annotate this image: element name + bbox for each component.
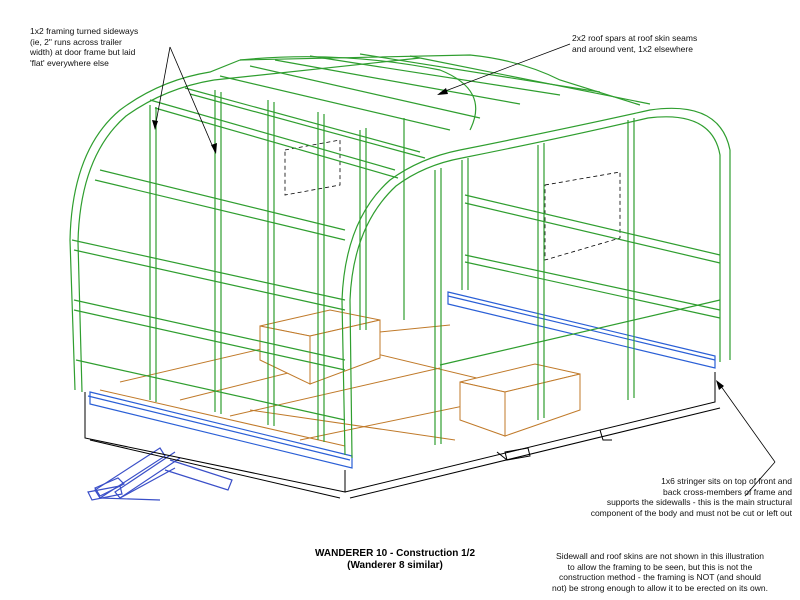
stringer-annotation: 1x6 stringer sits on top of front and ba… bbox=[590, 476, 792, 518]
stringers bbox=[87, 291, 716, 469]
diagram-title-line-1: WANDERER 10 - Construction 1/2 bbox=[314, 548, 476, 559]
framing-annotation: 1x2 framing turned sideways (ie, 2" runs… bbox=[30, 26, 139, 68]
skins-annotation: Sidewall and roof skins are not shown in… bbox=[552, 551, 768, 593]
storage-box-right bbox=[459, 363, 581, 437]
leader-lines bbox=[154, 43, 776, 497]
trailer-tongue bbox=[87, 447, 233, 501]
leader-arrowheads bbox=[152, 88, 724, 390]
floor-outline bbox=[84, 372, 721, 499]
roof-spars-annotation: 2x2 roof spars at roof skin seams and ar… bbox=[572, 33, 698, 54]
diagram-title-line-2: (Wanderer 8 similar) bbox=[347, 560, 443, 571]
hidden-outlines bbox=[284, 139, 621, 261]
diagram-title: WANDERER 10 - Construction 1/2 (Wanderer… bbox=[295, 548, 495, 572]
storage-box-left bbox=[259, 309, 381, 385]
body-framing bbox=[69, 53, 731, 459]
